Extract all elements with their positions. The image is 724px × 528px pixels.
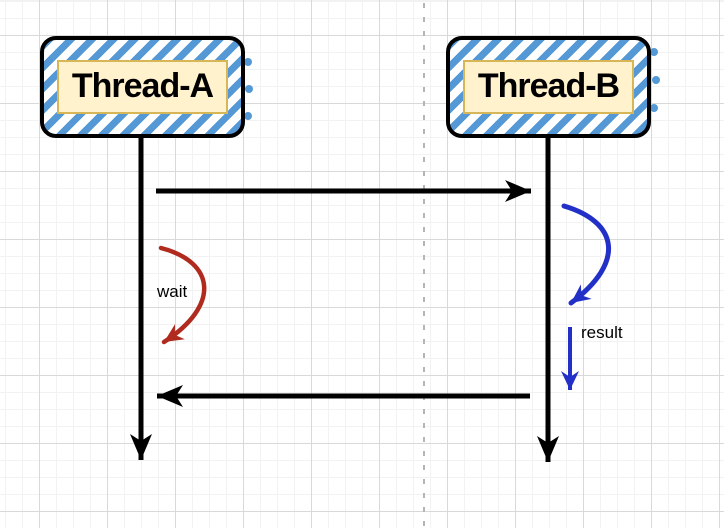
sketch-overshoot-dot <box>244 112 252 120</box>
sketch-overshoot-dot <box>650 48 658 56</box>
sketch-overshoot-dot <box>245 85 253 93</box>
actor-label-thread-a[interactable]: Thread-A <box>56 59 229 115</box>
actor-thread-b[interactable]: Thread-B <box>446 36 651 138</box>
sketch-overshoot-dot <box>244 58 252 66</box>
actor-thread-a[interactable]: Thread-A <box>40 36 245 138</box>
sketch-overshoot-dot <box>652 76 660 84</box>
wait-label[interactable]: wait <box>157 282 188 301</box>
actor-label-thread-b[interactable]: Thread-B <box>462 59 635 115</box>
wait-self-arrow[interactable] <box>158 245 207 345</box>
sketch-overshoot-dot <box>650 104 658 112</box>
result-label[interactable]: result <box>581 323 623 342</box>
result-curve-arrow[interactable] <box>561 203 612 306</box>
